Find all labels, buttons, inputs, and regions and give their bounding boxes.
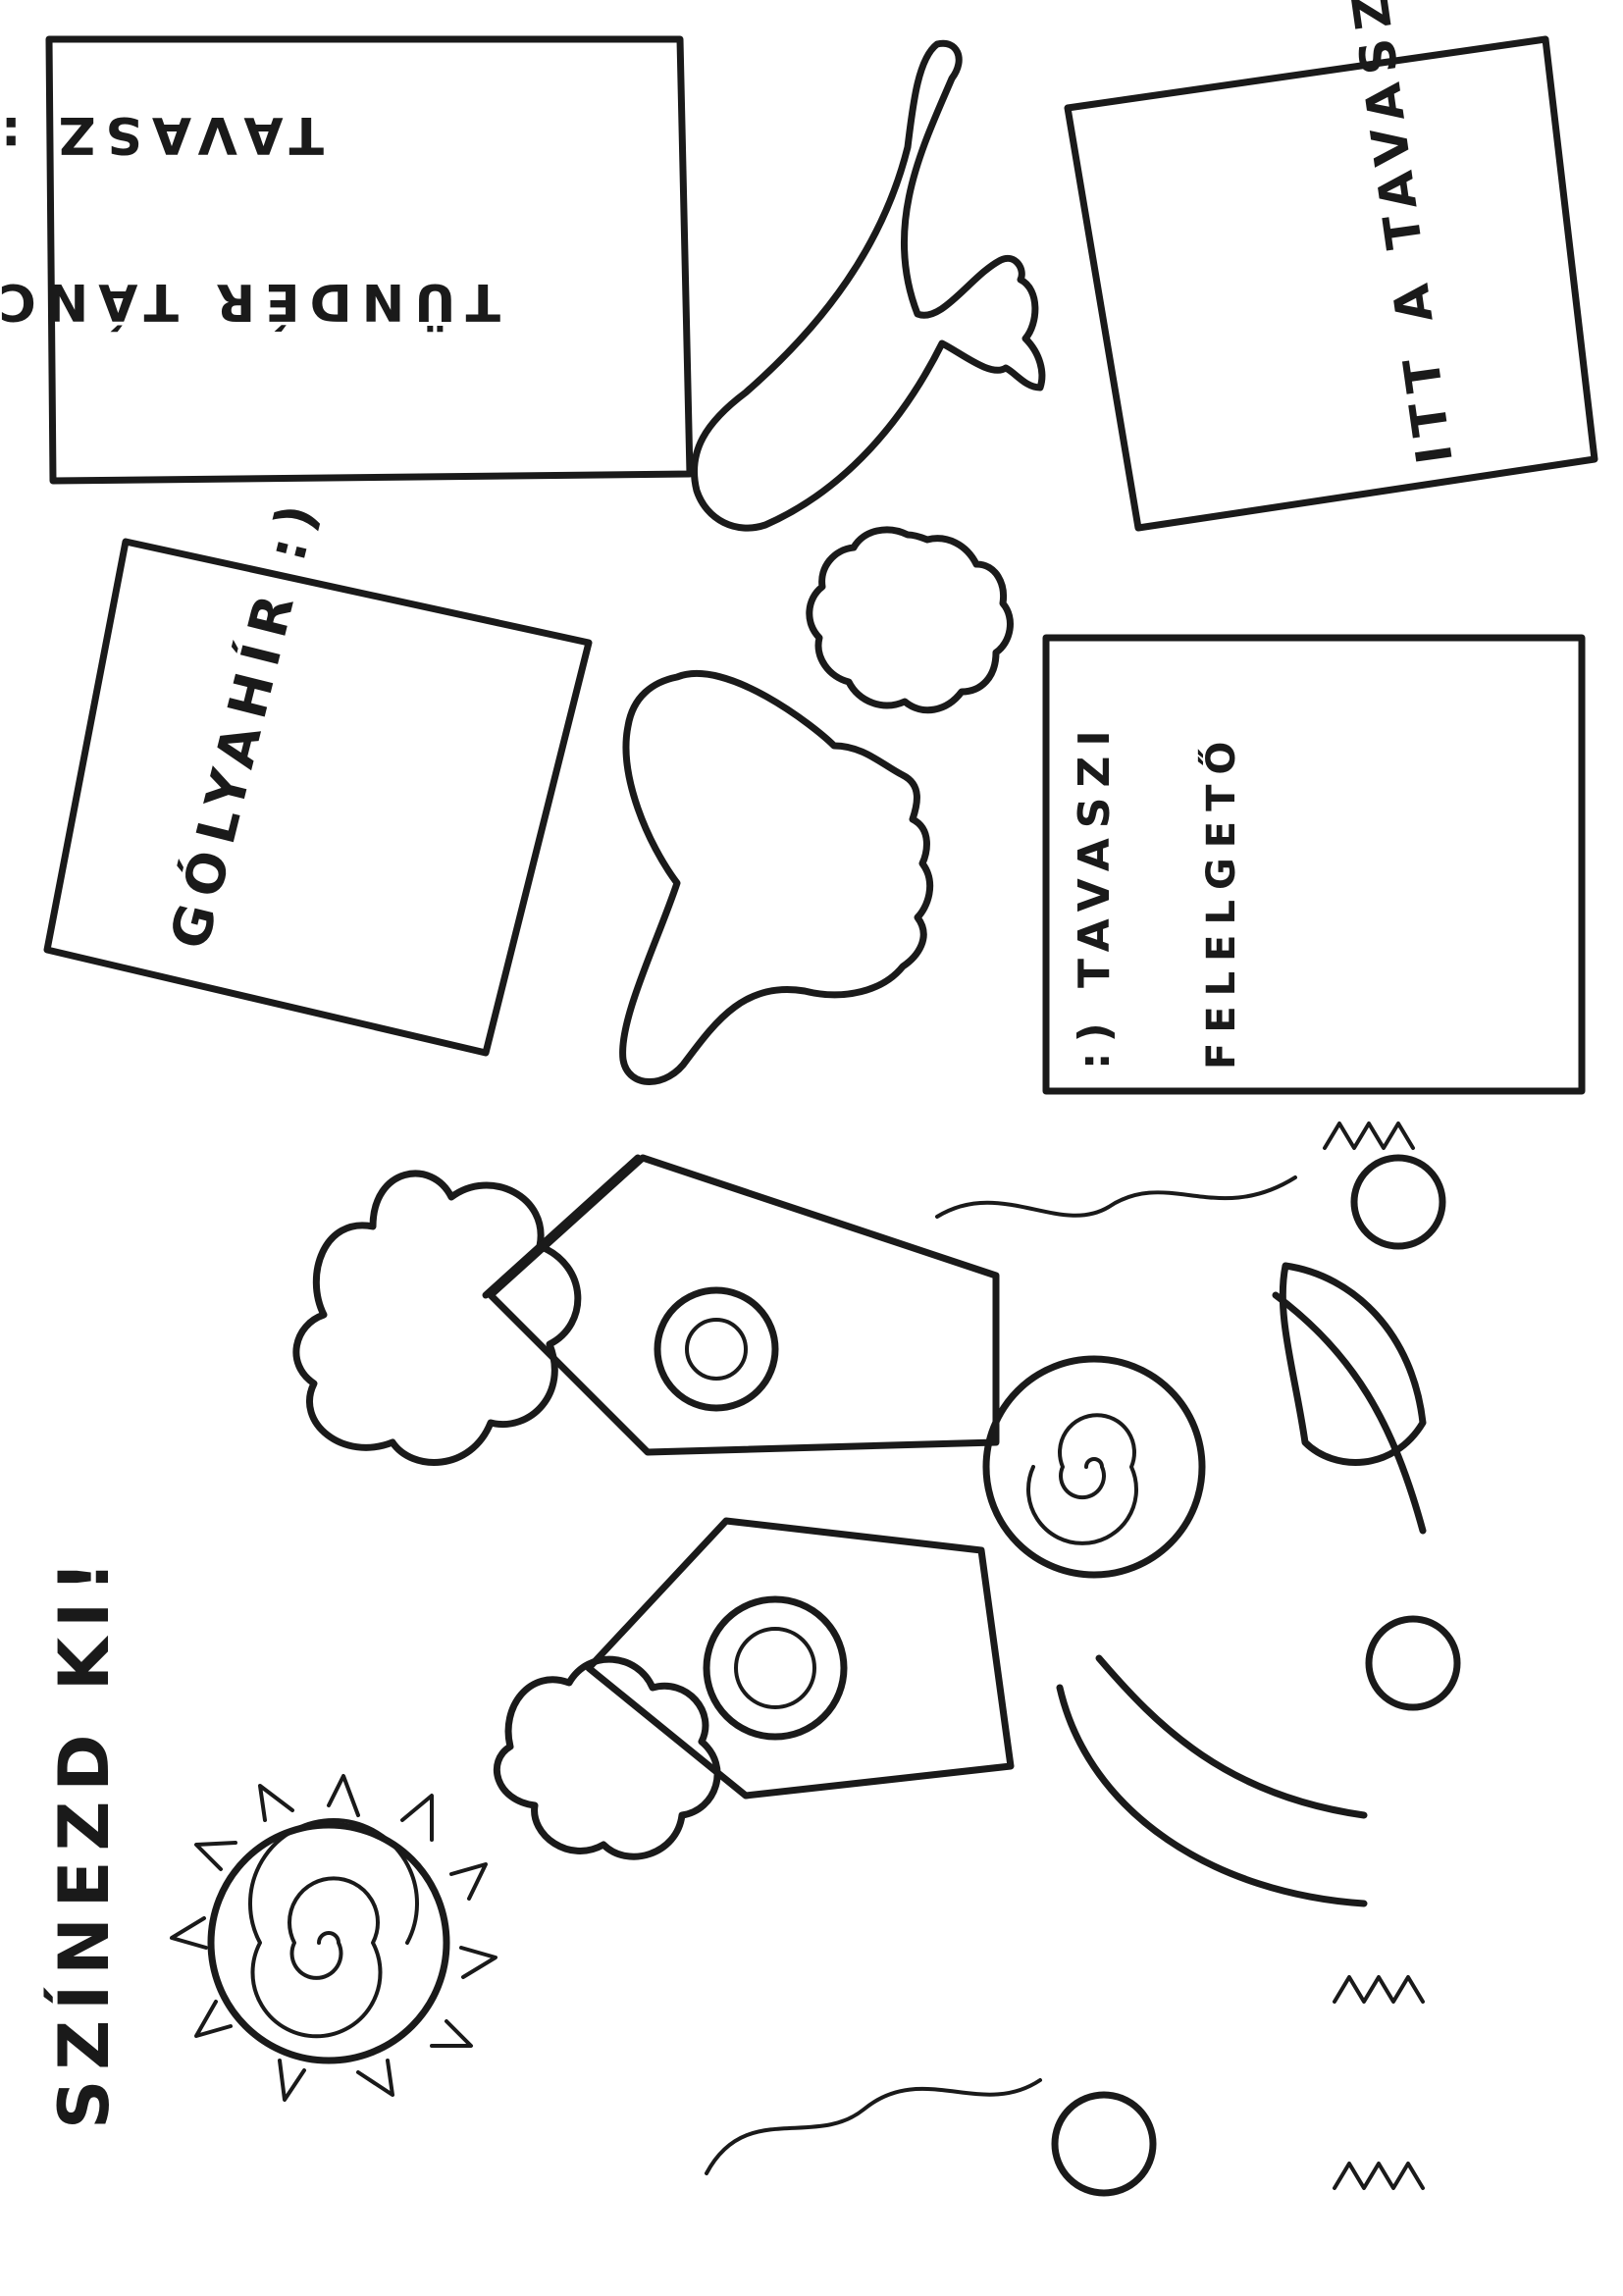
grass-edge [1323,1122,1425,2190]
card-tavasz-line1: TAVASZ :) [0,105,324,164]
card-tavasz-line2: TÜNDÉR TÁNCA [0,272,500,333]
tulip-stems [1056,1291,1427,1907]
flower-cutout-shape [806,526,1014,714]
heading-colour-it: SZÍNEZD KI! [44,1551,125,2129]
birdhouse-upper [482,1154,1000,1456]
card-tavasz-tunder: TAVASZ :) TÜNDÉR TÁNCA [0,35,694,485]
card-itt-a-tavasz: ITT A TAVASZ :) [1064,0,1598,532]
butterfly-cutout-shape [619,669,934,1085]
vine-upper [935,1175,1297,1219]
card-golyahir: GÓLYAHÍR :) [43,489,593,1057]
card-tavaszi-felelgeto: :) TAVASZI FELELGETŐ [1042,634,1586,1095]
card-felelgeto-line1: :) TAVASZI [1070,720,1120,1070]
cloud-drawings [292,1170,721,1860]
coloring-scene [170,1122,1461,2197]
small-flower-1 [1350,1154,1446,1250]
card-felelgeto-line2: FELELGETŐ [1196,732,1244,1070]
card-golyahir-text: GÓLYAHÍR :) [158,489,331,955]
bird-cutout-shape [690,39,1046,532]
vine-lower [705,2078,1042,2175]
sun-drawing [170,1774,497,2102]
leaf-shape [1279,1262,1427,1466]
small-flower-3 [1051,2091,1157,2197]
birdhouse-lower [585,1517,1015,1800]
small-flower-2 [1365,1615,1461,1711]
spiral-flower [982,1355,1206,1579]
